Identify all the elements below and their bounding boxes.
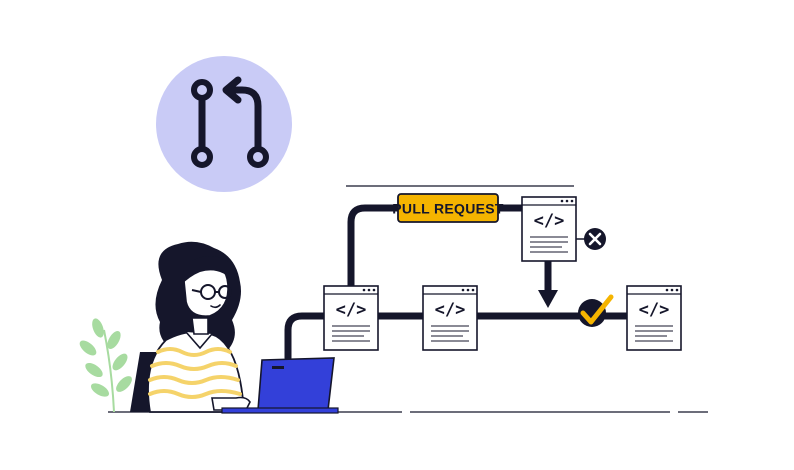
laptop-illustration xyxy=(221,357,339,414)
code-file-card: </> xyxy=(323,285,379,351)
code-file-card: </> xyxy=(422,285,478,351)
git-pull-request-icon xyxy=(156,56,292,192)
workflow-pipes xyxy=(284,204,644,362)
developer-illustration xyxy=(130,241,251,413)
pull-request-label: PULL REQUEST xyxy=(392,201,504,217)
code-file-icon: </> xyxy=(435,300,466,320)
code-file-card: </> xyxy=(626,285,682,351)
code-file-icon: </> xyxy=(534,211,565,231)
close-circle-icon xyxy=(584,228,606,250)
merge-arrow-head xyxy=(538,290,558,308)
code-file-card: </> xyxy=(521,196,577,262)
code-file-icon: </> xyxy=(336,300,367,320)
check-circle-icon xyxy=(578,294,614,327)
code-file-icon: </> xyxy=(639,300,670,320)
pull-request-badge: PULL REQUEST xyxy=(392,193,504,223)
plant-illustration xyxy=(79,318,132,413)
